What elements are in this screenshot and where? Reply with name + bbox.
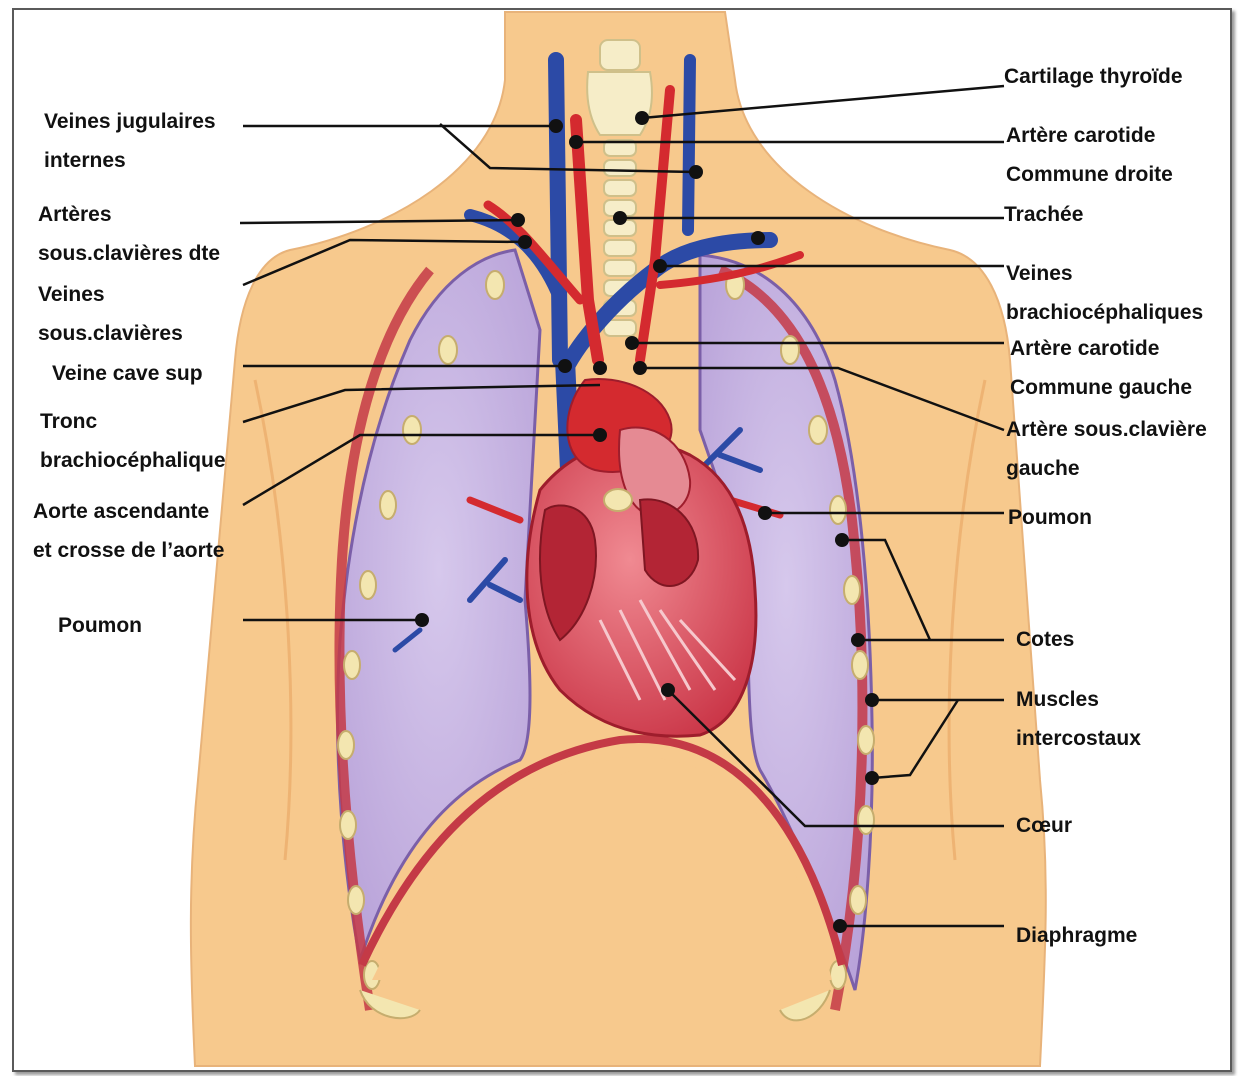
label-veines-jugulaires-line1: Veines jugulaires bbox=[44, 102, 216, 141]
label-veines-jugulaires-line2: internes bbox=[44, 141, 216, 180]
label-artere-carotide-droite: Artère carotide Commune droite bbox=[1006, 116, 1173, 194]
label-aorte: Aorte ascendante et crosse de l’aorte bbox=[33, 492, 224, 570]
label-diaphragme: Diaphragme bbox=[1016, 916, 1137, 955]
label-artere-sous-claviere-gauche-line2: gauche bbox=[1006, 449, 1207, 488]
label-artere-sous-claviere-gauche: Artère sous.clavière gauche bbox=[1006, 410, 1207, 488]
label-veine-cave-sup-line1: Veine cave sup bbox=[52, 354, 203, 393]
label-poumon-left: Poumon bbox=[58, 606, 142, 645]
label-arteres-sous-clavieres-dte-line1: Artères bbox=[38, 195, 220, 234]
label-arteres-sous-clavieres-dte-line2: sous.clavières dte bbox=[38, 234, 220, 273]
label-aorte-line1: Aorte ascendante bbox=[33, 492, 224, 531]
label-cartilage-thyroide: Cartilage thyroïde bbox=[1004, 57, 1183, 96]
label-veines-sous-clavieres: Veines sous.clavières bbox=[38, 275, 183, 353]
label-cotes: Cotes bbox=[1016, 620, 1074, 659]
label-veines-brachiocephaliques-line1: Veines bbox=[1006, 254, 1203, 293]
label-artere-carotide-droite-line1: Artère carotide bbox=[1006, 116, 1173, 155]
label-muscles-intercostaux-line1: Muscles bbox=[1016, 680, 1141, 719]
label-veines-brachiocephaliques-line2: brachiocéphaliques bbox=[1006, 293, 1203, 332]
label-artere-sous-claviere-gauche-line1: Artère sous.clavière bbox=[1006, 410, 1207, 449]
label-trachee: Trachée bbox=[1004, 195, 1083, 234]
label-poumon-left-line1: Poumon bbox=[58, 606, 142, 645]
label-veine-cave-sup: Veine cave sup bbox=[52, 354, 203, 393]
label-artere-carotide-gauche: Artère carotide Commune gauche bbox=[1010, 329, 1192, 407]
label-veines-brachiocephaliques: Veines brachiocéphaliques bbox=[1006, 254, 1203, 332]
label-arteres-sous-clavieres-dte: Artères sous.clavières dte bbox=[38, 195, 220, 273]
label-artere-carotide-gauche-line1: Artère carotide bbox=[1010, 329, 1192, 368]
label-veines-jugulaires: Veines jugulaires internes bbox=[44, 102, 216, 180]
label-cartilage-thyroide-line1: Cartilage thyroïde bbox=[1004, 57, 1183, 96]
label-artere-carotide-gauche-line2: Commune gauche bbox=[1010, 368, 1192, 407]
label-cotes-line1: Cotes bbox=[1016, 620, 1074, 659]
label-poumon-right-line1: Poumon bbox=[1008, 498, 1092, 537]
label-muscles-intercostaux-line2: intercostaux bbox=[1016, 719, 1141, 758]
label-veines-sous-clavieres-line2: sous.clavières bbox=[38, 314, 183, 353]
label-artere-carotide-droite-line2: Commune droite bbox=[1006, 155, 1173, 194]
label-tronc-brachiocephalique-line2: brachiocéphalique bbox=[40, 441, 226, 480]
label-tronc-brachiocephalique-line1: Tronc bbox=[40, 402, 226, 441]
label-veines-sous-clavieres-line1: Veines bbox=[38, 275, 183, 314]
label-coeur-line1: Cœur bbox=[1016, 806, 1072, 845]
label-muscles-intercostaux: Muscles intercostaux bbox=[1016, 680, 1141, 758]
label-coeur: Cœur bbox=[1016, 806, 1072, 845]
label-tronc-brachiocephalique: Tronc brachiocéphalique bbox=[40, 402, 226, 480]
label-diaphragme-line1: Diaphragme bbox=[1016, 916, 1137, 955]
label-trachee-line1: Trachée bbox=[1004, 195, 1083, 234]
label-aorte-line2: et crosse de l’aorte bbox=[33, 531, 224, 570]
label-poumon-right: Poumon bbox=[1008, 498, 1092, 537]
